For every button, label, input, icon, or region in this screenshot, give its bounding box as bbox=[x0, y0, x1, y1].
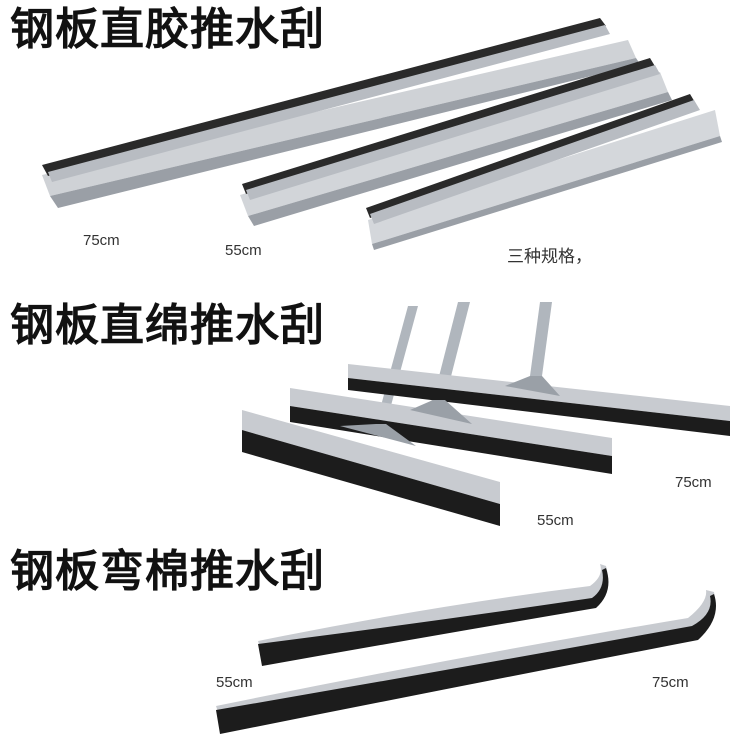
squeegee-45cm bbox=[366, 94, 722, 250]
size-label-75cm: 75cm bbox=[83, 232, 120, 249]
curved-foam-squeegees-photo bbox=[216, 564, 716, 734]
section-title: 钢板直胶推水刮 bbox=[10, 4, 325, 55]
section-curved-foam: 钢板弯棉推水刮 55cm 75cm bbox=[0, 546, 750, 750]
straight-rubber-squeegees-photo bbox=[42, 18, 722, 250]
size-label-75cm: 75cm bbox=[675, 474, 712, 491]
size-label-55cm: 55cm bbox=[225, 242, 262, 259]
section-title: 钢板直绵推水刮 bbox=[10, 300, 325, 351]
three-sizes-note: 三种规格， bbox=[507, 247, 592, 266]
size-label-55cm: 55cm bbox=[537, 512, 574, 529]
squeegee-75cm bbox=[42, 18, 640, 208]
section-straight-foam: 钢板直绵推水刮 75cm 55cm bbox=[0, 276, 750, 546]
size-label-55cm: 55cm bbox=[216, 674, 253, 691]
straight-foam-squeegees-photo bbox=[242, 302, 730, 526]
section-title: 钢板弯棉推水刮 bbox=[10, 546, 325, 597]
section-straight-rubber: 钢板直胶推水刮 75cm 55cm 三种规格， 45cm bbox=[0, 0, 750, 301]
size-label-75cm: 75cm bbox=[652, 674, 689, 691]
squeegee-55cm bbox=[240, 58, 672, 226]
